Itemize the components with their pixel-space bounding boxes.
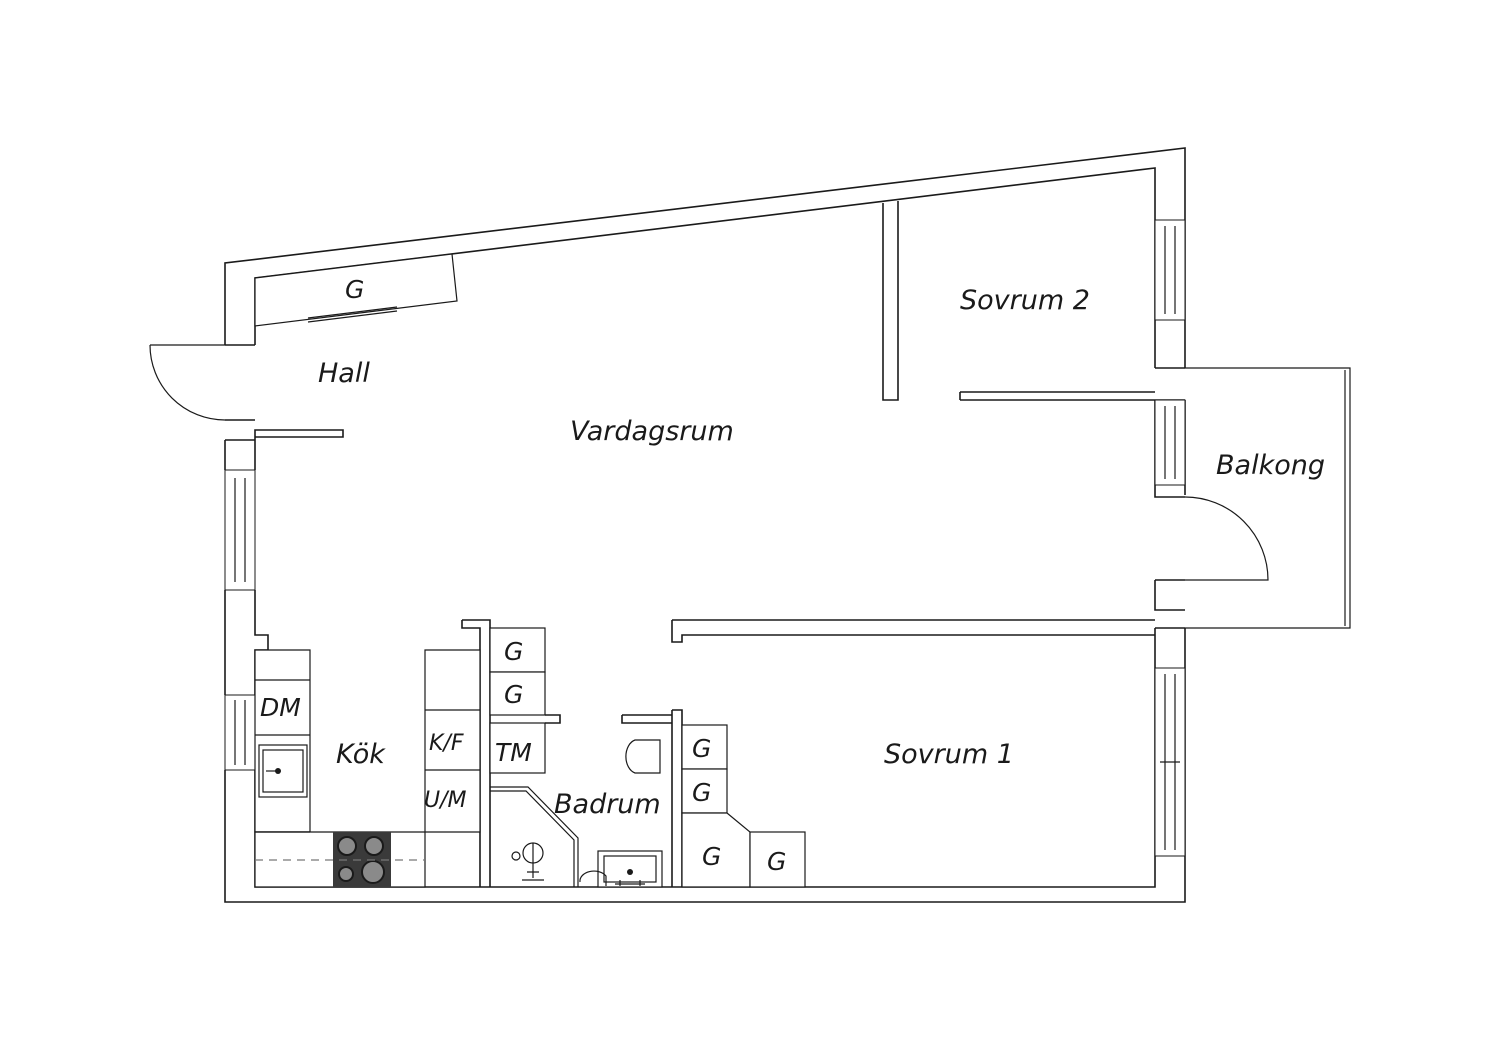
wardrobe-a-box <box>489 627 546 673</box>
shower-valve <box>511 851 521 861</box>
washing-machine-box <box>489 722 546 774</box>
room-label-badrum: Badrum <box>554 789 661 820</box>
storage-fixtures <box>489 627 806 888</box>
wardrobe-b-box <box>489 671 546 716</box>
stove-burner-2 <box>364 836 384 856</box>
balcony <box>1185 367 1351 629</box>
sovrum2-left-wall <box>882 201 899 401</box>
windows <box>224 219 1186 857</box>
room-label-hall: Hall <box>318 358 370 389</box>
room-labels: Hall Vardagsrum Sovrum 2 Balkong Sovrum … <box>318 285 1325 820</box>
label-wardrobe-a: G <box>504 637 523 666</box>
sovrum1-top-wall <box>671 619 1155 643</box>
label-sovrum1-wardrobe-d: G <box>767 847 786 876</box>
washbasin-tap <box>627 869 633 875</box>
doors <box>149 344 1269 581</box>
shower-mixer <box>522 843 544 881</box>
room-label-kok: Kök <box>336 739 386 770</box>
hall-wardrobe-slide-2 <box>307 306 398 319</box>
label-wardrobe-b: G <box>504 680 523 709</box>
window-vardagsrum <box>1154 399 1186 486</box>
outer-wall-outline <box>224 147 1186 903</box>
washbasin-feet <box>615 880 645 886</box>
balcony-door-swing <box>1184 496 1269 581</box>
room-label-vardagsrum: Vardagsrum <box>570 416 734 447</box>
shower-screen <box>490 786 579 887</box>
sovrum2-bottom-wall <box>959 391 1155 401</box>
stove-burner-1 <box>337 836 357 856</box>
sovrum1-wardrobe-b-box <box>681 768 728 814</box>
label-hall-wardrobe: G <box>345 275 364 304</box>
washbasin <box>603 855 657 883</box>
kitchen-fixtures <box>254 649 481 888</box>
window-sovrum2 <box>1154 219 1186 321</box>
shower-screen-inner <box>490 790 575 887</box>
window-left-lower <box>224 694 256 771</box>
fixture-labels: G G G DM K/F U/M TM G G G G <box>260 275 786 876</box>
label-washing-machine: TM <box>495 738 532 767</box>
kitchen-right-cabinets <box>424 649 481 833</box>
bathroom-fixtures <box>490 739 663 888</box>
room-label-balkong: Balkong <box>1216 450 1325 481</box>
stove-burner-3 <box>338 866 354 882</box>
balcony-railing <box>1185 367 1351 629</box>
window-left-upper <box>224 469 256 591</box>
hall-wardrobe-outline <box>254 253 458 327</box>
toilet <box>625 739 661 774</box>
kitchen-left-counter <box>254 649 311 833</box>
interior-walls <box>254 201 1155 887</box>
sovrum1-wardrobe-a-box <box>681 724 728 770</box>
badrum-wall-stub <box>545 714 561 724</box>
label-fridge-freezer: K/F <box>429 731 464 756</box>
sovrum1-left-wall <box>621 709 683 887</box>
label-oven-microwave: U/M <box>424 788 467 813</box>
stove-burner-4 <box>361 860 385 884</box>
sink-basin <box>262 749 304 793</box>
sovrum1-wardrobe-d-box <box>749 831 806 888</box>
entry-door-jambs <box>225 344 255 441</box>
label-sovrum1-wardrobe-c: G <box>702 842 721 871</box>
label-sovrum1-wardrobe-b: G <box>692 778 711 807</box>
floor-drain <box>579 870 607 886</box>
label-sovrum1-wardrobe-a: G <box>692 734 711 763</box>
room-label-sovrum1: Sovrum 1 <box>884 739 1014 770</box>
room-label-sovrum2: Sovrum 2 <box>960 285 1090 316</box>
hall-wardrobe-slide-1 <box>307 310 398 323</box>
entry-door-swing <box>149 344 226 421</box>
label-dishwasher: DM <box>260 693 301 722</box>
